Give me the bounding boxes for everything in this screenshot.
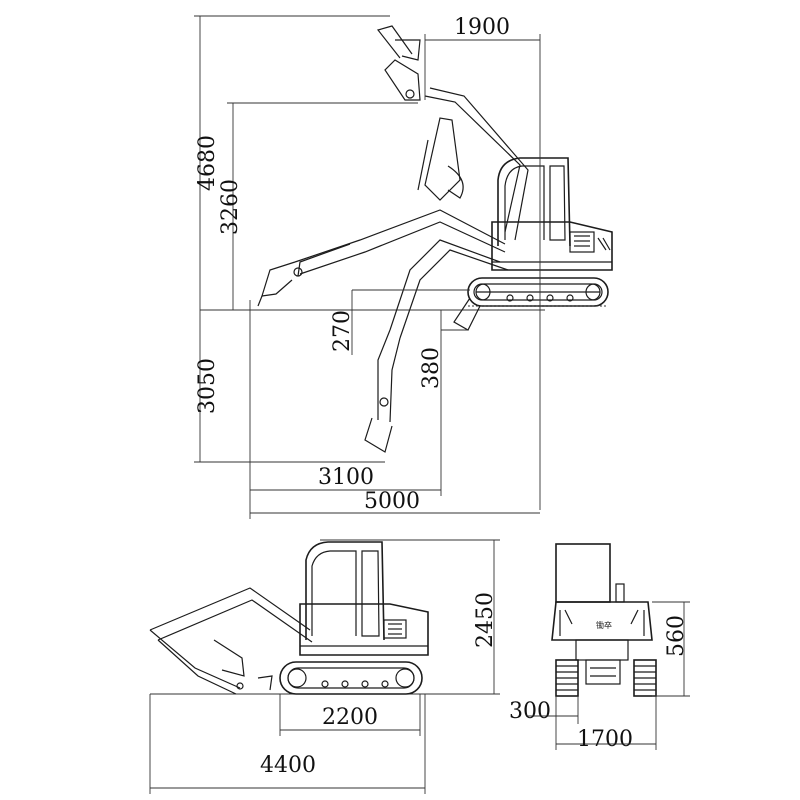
dim-label-3050: 3050 [195, 358, 220, 414]
dimension-blade-drop: 380 [419, 310, 468, 395]
dim-label-5000: 5000 [364, 489, 420, 514]
transport-view-cab [305, 541, 385, 641]
side-view-arm-dig [364, 239, 509, 453]
dimension-overall-width: 1700 [555, 696, 657, 752]
front-view-right-track [633, 659, 657, 697]
side-view-arm-reach [257, 209, 506, 307]
side-view-undercarriage [467, 277, 609, 307]
dim-label-1700: 1700 [577, 727, 633, 752]
transport-view-undercarriage [279, 661, 423, 695]
front-view-undercarriage [575, 639, 629, 685]
side-view: 1900 4680 3260 270 380 [194, 15, 613, 519]
dimension-max-reach: 5000 [249, 300, 540, 519]
dim-label-560: 560 [664, 615, 689, 657]
dim-label-2450: 2450 [473, 592, 498, 648]
transport-view: 2450 2200 4400 [149, 539, 500, 794]
dim-label-270: 270 [330, 310, 355, 352]
front-view-brand-label: 锄卒 [596, 620, 612, 630]
dimension-blade-lift: 270 [330, 289, 470, 355]
dimension-max-dig-height: 4680 [194, 15, 390, 310]
transport-view-upper-structure [299, 603, 429, 656]
dim-label-3260: 3260 [218, 179, 243, 235]
dim-label-4680: 4680 [195, 135, 220, 191]
dimension-track-length: 2200 [279, 694, 421, 736]
front-view-body: 锄卒 [551, 583, 653, 641]
front-view-cab [555, 543, 611, 603]
front-view-left-track [555, 659, 579, 697]
transport-view-boom [149, 587, 313, 695]
dimension-overall-length: 4400 [149, 694, 426, 794]
dim-label-4400: 4400 [260, 753, 316, 778]
dimension-max-dump-height: 3260 [218, 102, 418, 310]
dimension-top-reach-width: 1900 [424, 15, 541, 510]
dim-label-1900: 1900 [454, 15, 510, 40]
dimension-overall-height: 2450 [320, 539, 500, 694]
dimension-max-dig-depth: 3050 [194, 310, 385, 463]
side-view-arm-raised [376, 25, 529, 241]
dimension-track-width: 300 [509, 696, 579, 724]
dim-label-300: 300 [509, 699, 551, 724]
dimension-counterweight-clearance: 560 [652, 601, 690, 697]
dim-label-2200: 2200 [322, 705, 378, 730]
front-view: 锄卒 [509, 543, 690, 752]
side-view-upper-structure [491, 221, 613, 271]
dim-label-380: 380 [419, 347, 444, 389]
dimension-min-swing-radius: 3100 [250, 395, 442, 496]
side-view-cab [497, 157, 571, 247]
dim-label-3100: 3100 [318, 465, 374, 490]
